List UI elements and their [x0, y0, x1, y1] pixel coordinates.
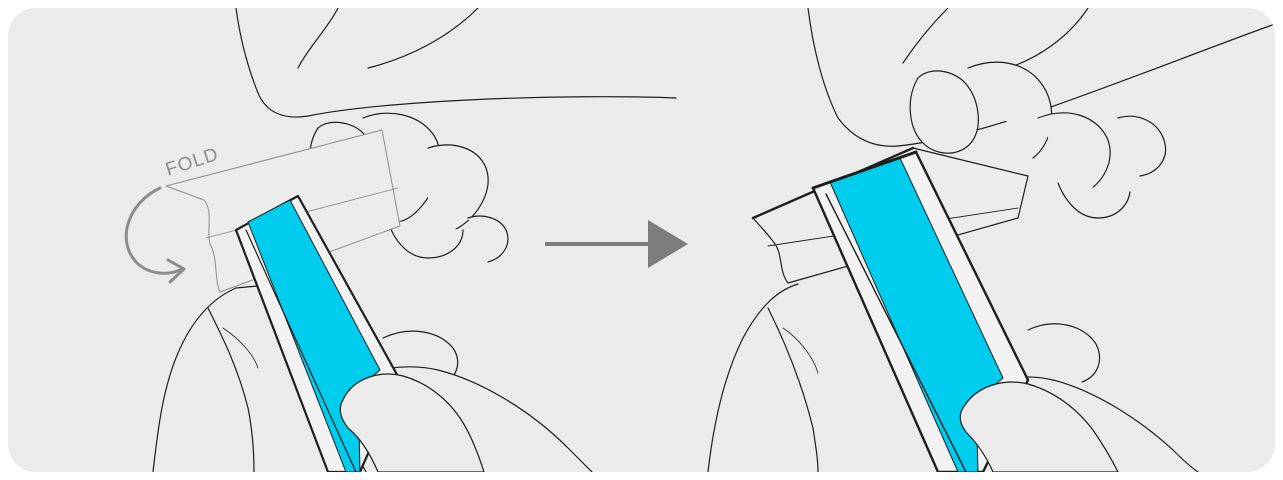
instruction-illustration: FOLD	[8, 8, 1275, 472]
fold-arrow-icon	[126, 188, 180, 273]
illustration-panel: FOLD	[8, 8, 1275, 472]
step-1-illustration: FOLD	[126, 8, 676, 472]
step-2-illustration	[708, 8, 1275, 472]
fold-annotation: FOLD	[126, 144, 221, 282]
next-step-arrow-icon	[545, 220, 688, 268]
